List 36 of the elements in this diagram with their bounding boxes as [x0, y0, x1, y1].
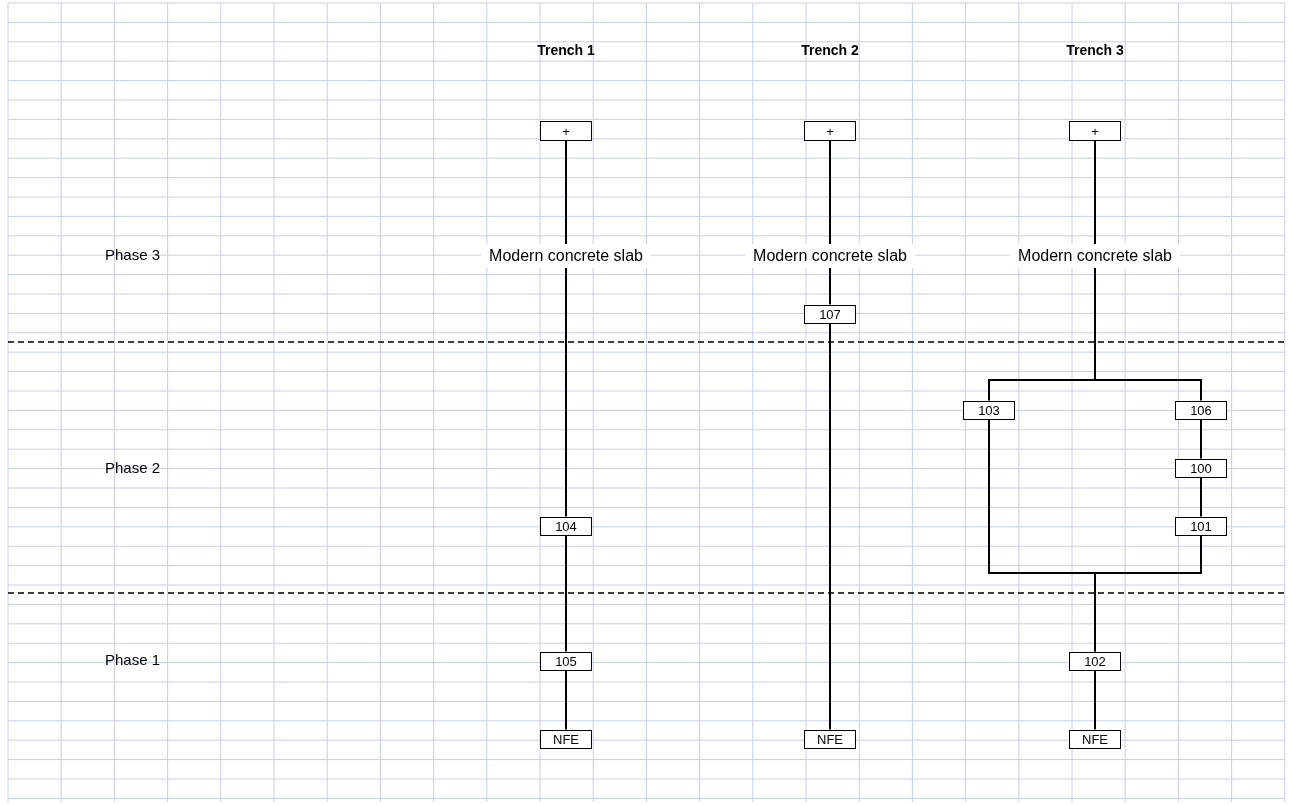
context-box: 104 — [540, 516, 592, 536]
phase-label: Phase 3 — [105, 246, 161, 263]
connector-line — [1200, 476, 1202, 518]
context-box: 107 — [804, 304, 856, 324]
connector-line — [565, 534, 567, 653]
layer-label: Modern concrete slab — [745, 244, 915, 268]
trench-heading: Trench 3 — [1066, 42, 1124, 58]
context-box: NFE — [804, 729, 856, 749]
connector-line — [565, 267, 567, 518]
context-box: + — [1069, 121, 1121, 141]
trench-heading: Trench 1 — [537, 42, 595, 58]
connector-line — [829, 267, 831, 306]
connector-line — [565, 669, 567, 731]
context-box: 100 — [1175, 458, 1227, 478]
context-box: 101 — [1175, 516, 1227, 536]
context-box: + — [804, 121, 856, 141]
layer-label: Modern concrete slab — [1010, 244, 1180, 268]
connector-line — [1200, 418, 1202, 460]
layer-label: Modern concrete slab — [481, 244, 651, 268]
context-box: NFE — [1069, 729, 1121, 749]
context-box: 105 — [540, 651, 592, 671]
context-box: NFE — [540, 729, 592, 749]
context-box: 106 — [1175, 400, 1227, 420]
context-box: 102 — [1069, 651, 1121, 671]
connector-line — [1094, 669, 1096, 731]
connector-line — [829, 140, 831, 245]
context-box: + — [540, 121, 592, 141]
phase-label: Phase 2 — [105, 459, 161, 476]
connector-line — [1094, 140, 1096, 245]
connector-line — [565, 140, 567, 245]
connector-line — [1094, 267, 1202, 402]
context-box: 103 — [963, 400, 1015, 420]
phase-label: Phase 1 — [105, 651, 161, 668]
connector-line — [829, 322, 831, 731]
trench-heading: Trench 2 — [801, 42, 859, 58]
connector-line — [1094, 534, 1202, 653]
